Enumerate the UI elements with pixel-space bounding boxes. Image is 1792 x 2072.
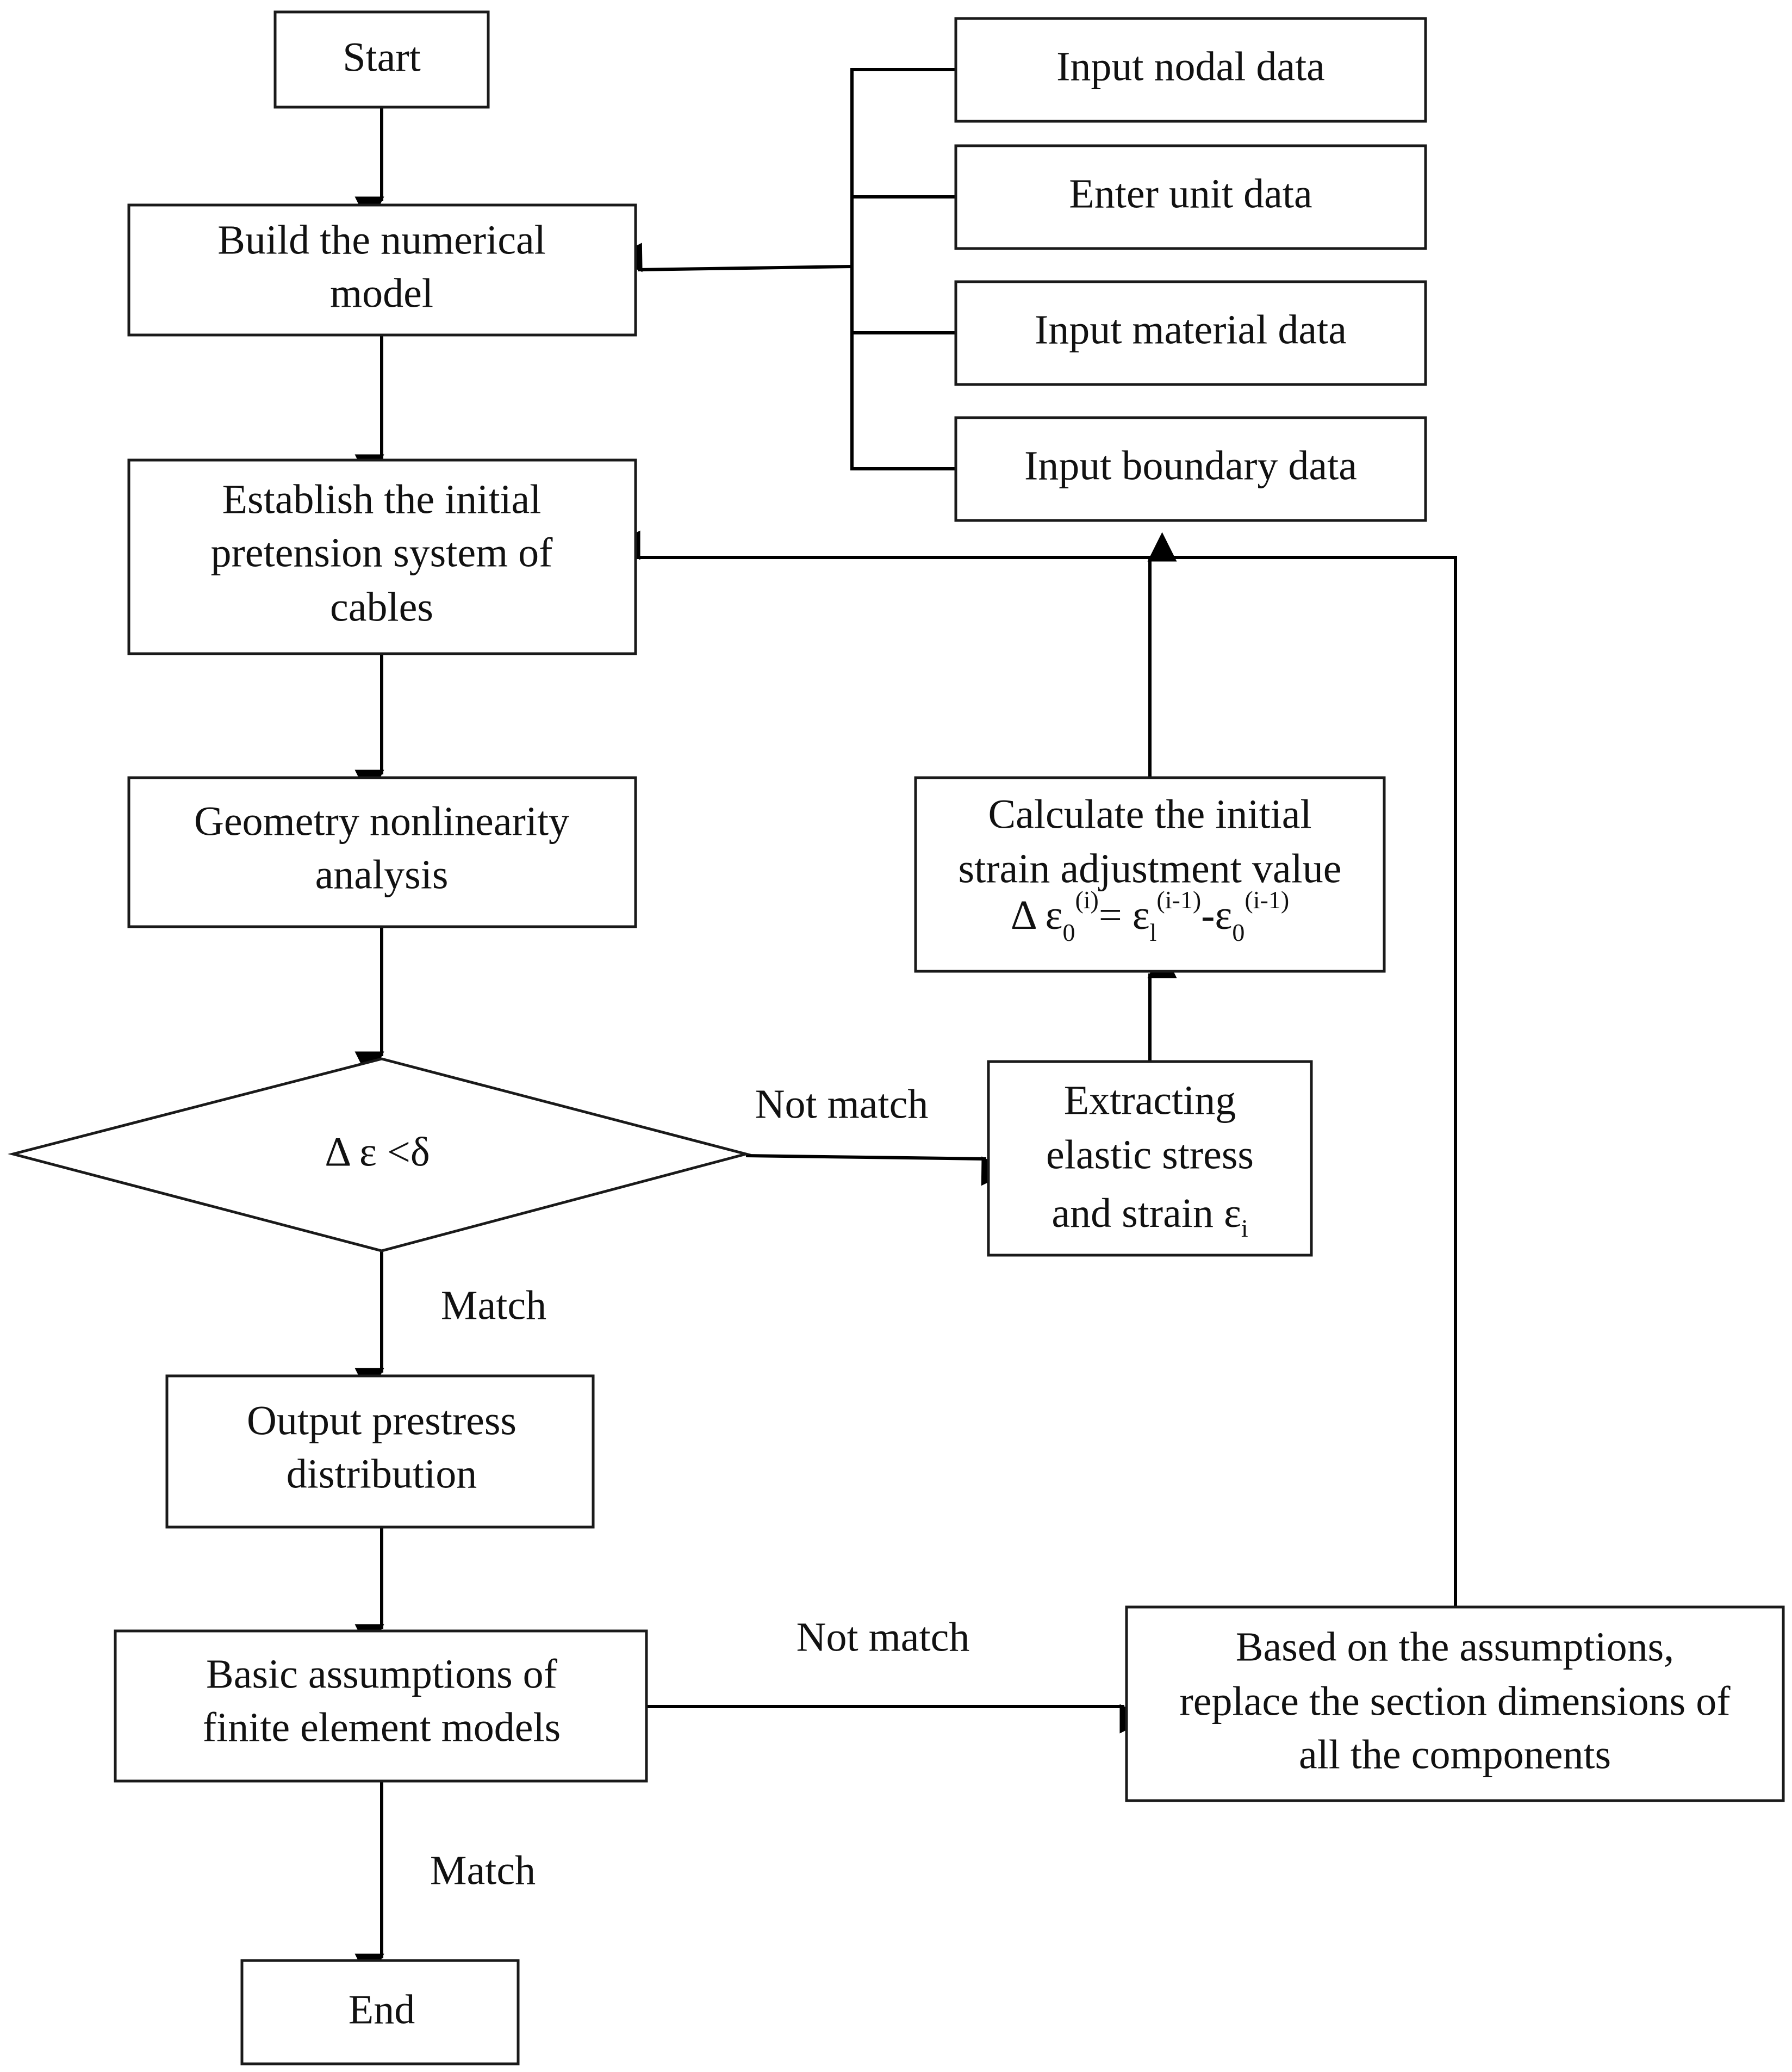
extracting-node: Extracting elastic stress and strain εi [987,1060,1313,1257]
calculate-line-1: Calculate the initial [988,791,1311,837]
input-nodal-label: Input nodal data [1056,44,1325,89]
basic-line-1: Basic assumptions of [206,1651,558,1697]
decision-label: Δ ε <δ [325,1129,430,1175]
enter-unit-label: Enter unit data [1069,171,1312,216]
input-bracket [850,68,956,470]
extracting-line-3: and strain εi [1051,1190,1248,1242]
input-material-node: Input material data [954,280,1427,386]
establish-line-3: cables [330,584,433,630]
basic-line-2: finite element models [203,1704,561,1750]
output-line-2: distribution [287,1451,477,1497]
arrow-based-to-establish [611,530,1457,1607]
edge-label-match-1: Match [441,1282,546,1328]
geometry-line-2: analysis [315,852,449,897]
geometry-line-1: Geometry nonlinearity [194,798,569,844]
calculate-line-2: strain adjustment value [959,846,1342,891]
establish-node: Establish the initial pretension system … [127,458,637,655]
edge-label-not-match-1: Not match [755,1081,929,1127]
build-model-line-2: model [330,270,433,316]
calculate-node: Calculate the initial strain adjustment … [914,776,1386,973]
basic-node: Basic assumptions of finite element mode… [114,1629,648,1783]
geometry-node: Geometry nonlinearity analysis [127,776,637,928]
based-line-2: replace the section dimensions of [1179,1678,1731,1724]
establish-line-1: Establish the initial [222,476,542,522]
decision-node: Δ ε <δ [8,1057,751,1252]
input-material-label: Input material data [1035,307,1347,352]
edge-label-match-2: Match [430,1847,536,1893]
arrow-decision-to-extracting [745,1154,1011,1186]
based-line-1: Based on the assumptions, [1236,1624,1674,1670]
build-model-line-1: Build the numerical [217,217,546,263]
edge-label-not-match-2: Not match [797,1614,970,1660]
extracting-line-1: Extracting [1064,1077,1236,1123]
build-model-node: Build the numerical model [127,203,637,337]
end-node: End [240,1959,520,2065]
establish-line-2: pretension system of [210,530,553,575]
output-line-1: Output prestress [247,1398,517,1443]
input-boundary-label: Input boundary data [1024,443,1357,488]
start-label: Start [343,34,421,80]
start-node: Start [273,10,490,109]
calculate-formula: Δ ε0(i)= εl(i-1)-ε0(i-1) [1011,886,1289,946]
based-line-3: all the components [1299,1732,1611,1777]
connectors [354,68,1457,1983]
end-label: End [349,1987,415,2032]
arrow-inputs-to-build [613,243,853,272]
based-node: Based on the assumptions, replace the se… [1125,1605,1785,1802]
input-nodal-node: Input nodal data [954,17,1427,123]
extracting-line-2: elastic stress [1046,1132,1254,1177]
enter-unit-node: Enter unit data [954,144,1427,250]
output-node: Output prestress distribution [165,1374,595,1529]
input-boundary-node: Input boundary data [954,416,1427,522]
